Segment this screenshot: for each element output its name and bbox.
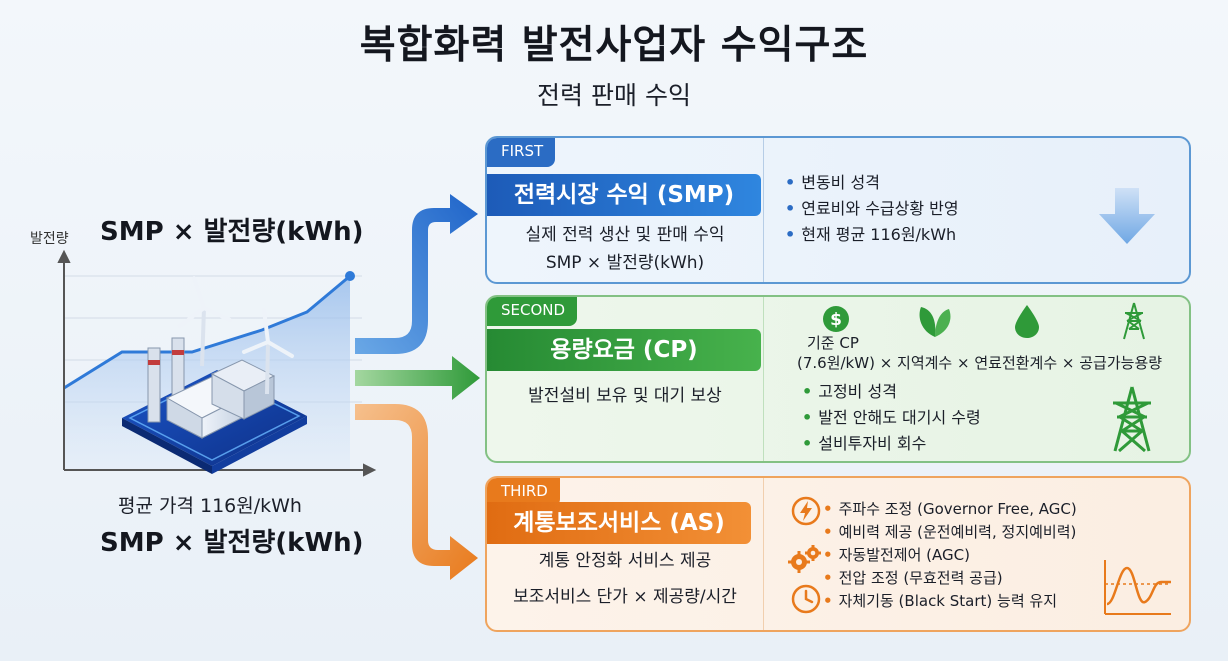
down-arrow-icon bbox=[1099, 188, 1155, 244]
list-item: •주파수 조정 (Governor Free, AGC) bbox=[823, 500, 1077, 518]
power-tower-icon bbox=[1113, 386, 1151, 453]
list-item: •변동비 성격 bbox=[785, 173, 880, 192]
drop-icon bbox=[1015, 305, 1039, 338]
page-subtitle: 전력 판매 수익 bbox=[537, 81, 691, 110]
trend-endpoint bbox=[345, 271, 355, 281]
page-title: 복합화력 발전사업자 수익구조 bbox=[359, 23, 869, 68]
list-item: •자동발전제어 (AGC) bbox=[823, 546, 970, 564]
card-divider bbox=[763, 478, 764, 630]
y-axis-label: 발전량 bbox=[30, 231, 69, 247]
clock-icon bbox=[791, 584, 821, 614]
list-item: •발전 안해도 대기시 수령 bbox=[802, 408, 981, 427]
card-first-smp: FIRST 전력시장 수익 (SMP) 실제 전력 생산 및 판매 수익 SMP… bbox=[485, 136, 1191, 284]
card-tag-second: SECOND bbox=[487, 297, 578, 326]
formula-top: SMP × 발전량(kWh) bbox=[100, 217, 364, 247]
list-item: •설비투자비 회수 bbox=[802, 434, 927, 453]
card-title-smp: 전력시장 수익 (SMP) bbox=[487, 174, 761, 216]
card-third-as: THIRD 계통보조서비스 (AS) 계통 안정화 서비스 제공 보조서비스 단… bbox=[485, 476, 1191, 632]
arrow-to-second bbox=[355, 356, 480, 400]
gears-icon bbox=[788, 545, 821, 573]
list-item: •전압 조정 (무효전력 공급) bbox=[823, 569, 1003, 587]
card-tag-first: FIRST bbox=[487, 138, 556, 167]
card-divider bbox=[763, 138, 764, 282]
arrow-to-first bbox=[355, 194, 478, 354]
leaf-icon bbox=[919, 307, 951, 337]
cp-formula-base: 기준 CP bbox=[807, 334, 859, 352]
card-line: 보조서비스 단가 × 제공량/시간 bbox=[513, 587, 737, 607]
trend-line bbox=[63, 274, 351, 390]
card-divider bbox=[763, 297, 764, 461]
card-title-cp: 용량요금 (CP) bbox=[487, 329, 761, 371]
card-title-as: 계통보조서비스 (AS) bbox=[487, 502, 751, 544]
power-plant-illustration bbox=[57, 249, 377, 477]
arrow-to-third bbox=[355, 404, 478, 580]
card-line: 실제 전력 생산 및 판매 수익 bbox=[525, 225, 725, 245]
list-item: •현재 평균 116원/kWh bbox=[785, 225, 957, 244]
bullet-list: •변동비 성격 •연료비와 수급상황 반영 •현재 평균 116원/kWh bbox=[785, 170, 959, 248]
bullet-list: •주파수 조정 (Governor Free, AGC) •예비력 제공 (운전… bbox=[823, 498, 1077, 613]
list-item: •고정비 성격 bbox=[802, 382, 897, 401]
bullet-list: •고정비 성격 •발전 안해도 대기시 수령 •설비투자비 회수 bbox=[802, 379, 981, 457]
list-item: •예비력 제공 (운전예비력, 정지예비력) bbox=[823, 523, 1077, 541]
formula-bottom: SMP × 발전량(kWh) bbox=[100, 528, 364, 558]
average-price-label: 평균 가격 116원/kWh bbox=[118, 495, 302, 517]
card-line: SMP × 발전량(kWh) bbox=[545, 253, 705, 273]
cp-formula-detail: (7.6원/kW) × 지역계수 × 연료전환계수 × 공급가능용량 bbox=[797, 354, 1163, 372]
flow-arrows bbox=[355, 194, 480, 580]
card-line: 계통 안정화 서비스 제공 bbox=[538, 551, 712, 571]
list-item: •자체기동 (Black Start) 능력 유지 bbox=[823, 592, 1057, 610]
lightning-icon bbox=[791, 496, 821, 526]
card-second-cp: SECOND 용량요금 (CP) 발전설비 보유 및 대기 보상 $ 기준 CP… bbox=[485, 295, 1191, 463]
list-item: •연료비와 수급상황 반영 bbox=[785, 199, 959, 218]
waveform-icon bbox=[1104, 560, 1171, 615]
dollar-icon: $ bbox=[823, 306, 849, 332]
svg-text:$: $ bbox=[830, 310, 842, 330]
power-tower-icon bbox=[1123, 302, 1145, 340]
card-line: 발전설비 보유 및 대기 보상 bbox=[528, 386, 722, 406]
plant-icon bbox=[122, 276, 307, 474]
